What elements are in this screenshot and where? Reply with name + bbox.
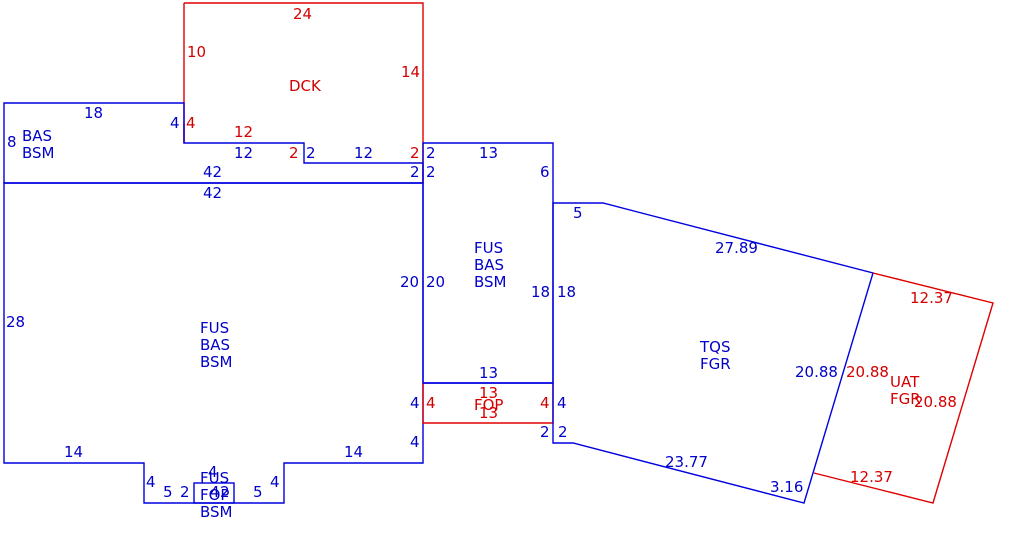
area-label-bas: BAS (22, 127, 52, 145)
dim-uat-2088b: 20.88 (914, 393, 957, 411)
dim-uat-1237a: 12.37 (910, 289, 953, 307)
area-label-fus-bottom-3: BSM (200, 503, 233, 521)
dim-mid-13b: 13 (479, 364, 498, 382)
area-label-fus-bottom-1: FUS (200, 469, 229, 487)
area-label-fus-main-3: BSM (200, 353, 233, 371)
dim-uat-1237b: 12.37 (850, 468, 893, 486)
dim-dck-12: 12 (234, 123, 253, 141)
dim-bot-5a: 5 (163, 483, 173, 501)
dim-bot-4a: 4 (146, 473, 156, 491)
dim-fop-13a: 13 (479, 384, 498, 402)
dim-bas-2: 2 (306, 144, 316, 162)
dim-mid-2b: 2 (426, 163, 436, 181)
area-label-fus-mid-2: BAS (474, 256, 504, 274)
area-label-tqs-2: FGR (700, 355, 731, 373)
dim-tqs-5: 5 (573, 204, 583, 222)
dim-mid-13: 13 (479, 144, 498, 162)
area-label-fus-main-2: BAS (200, 336, 230, 354)
dim-bot-4c: 4 (210, 483, 220, 501)
dim-mid-2a: 2 (426, 144, 436, 162)
dim-dck-top: 24 (293, 5, 312, 23)
dim-main-4a: 4 (410, 394, 420, 412)
dim-mid-18b: 18 (557, 283, 576, 301)
dim-bot-2: 2 (180, 483, 190, 501)
area-label-bas-bsm: BSM (22, 144, 55, 162)
dim-bas-12b: 12 (354, 144, 373, 162)
dim-bas-18: 18 (84, 104, 103, 122)
dim-main-14b: 14 (344, 443, 363, 461)
uat-outline (813, 272, 994, 504)
dim-tqs-2789: 27.89 (715, 239, 758, 257)
dim-mid-20: 20 (426, 273, 445, 291)
area-label-fus-main-1: FUS (200, 319, 229, 337)
dim-bas-2b: 2 (410, 163, 420, 181)
dim-uat-2088a: 20.88 (846, 363, 889, 381)
dim-tqs-2a: 2 (540, 423, 550, 441)
area-label-tqs-1: TQS (699, 338, 731, 356)
dim-main-28: 28 (6, 313, 25, 331)
dim-bas-42: 42 (203, 163, 222, 181)
area-label-dck: DCK (289, 77, 322, 95)
dim-dck-2a: 2 (289, 144, 299, 162)
dim-bot-4d: 4 (270, 473, 280, 491)
dim-tqs-2088: 20.88 (795, 363, 838, 381)
dim-dck-right: 14 (401, 63, 420, 81)
dim-mid-6: 6 (540, 163, 550, 181)
dim-tqs-2b: 2 (558, 423, 568, 441)
area-label-fus-mid-1: FUS (474, 239, 503, 257)
dim-main-42: 42 (203, 184, 222, 202)
dim-bas-4: 4 (170, 114, 180, 132)
dim-bas-8: 8 (7, 133, 17, 151)
dim-fop-4b: 4 (540, 394, 550, 412)
dim-dck-2b: 2 (410, 144, 420, 162)
dim-dck-4: 4 (186, 114, 196, 132)
area-label-uat-2: FGR (890, 390, 921, 408)
dim-bot-2b: 2 (220, 483, 230, 501)
dim-tqs-2377: 23.77 (665, 453, 708, 471)
area-label-fus-mid-3: BSM (474, 273, 507, 291)
dim-fop-4c: 4 (557, 394, 567, 412)
dim-fop-4a: 4 (426, 394, 436, 412)
dim-fop-13b: 13 (479, 404, 498, 422)
dim-bot-4b: 4 (208, 463, 218, 481)
dim-main-14a: 14 (64, 443, 83, 461)
area-label-uat-1: UAT (890, 373, 920, 391)
area-label-fop: FOP (474, 396, 503, 414)
dim-main-4b: 4 (410, 433, 420, 451)
dim-bot-5b: 5 (253, 483, 263, 501)
dim-main-20: 20 (400, 273, 419, 291)
dim-tqs-316: 3.16 (770, 478, 803, 496)
dim-mid-18a: 18 (531, 283, 550, 301)
bottom-inner-box (193, 482, 235, 504)
area-label-fus-bottom-2: FOP (200, 486, 229, 504)
dim-dck-left: 10 (187, 43, 206, 61)
tqs-outline (552, 202, 874, 504)
dim-bas-12a: 12 (234, 144, 253, 162)
